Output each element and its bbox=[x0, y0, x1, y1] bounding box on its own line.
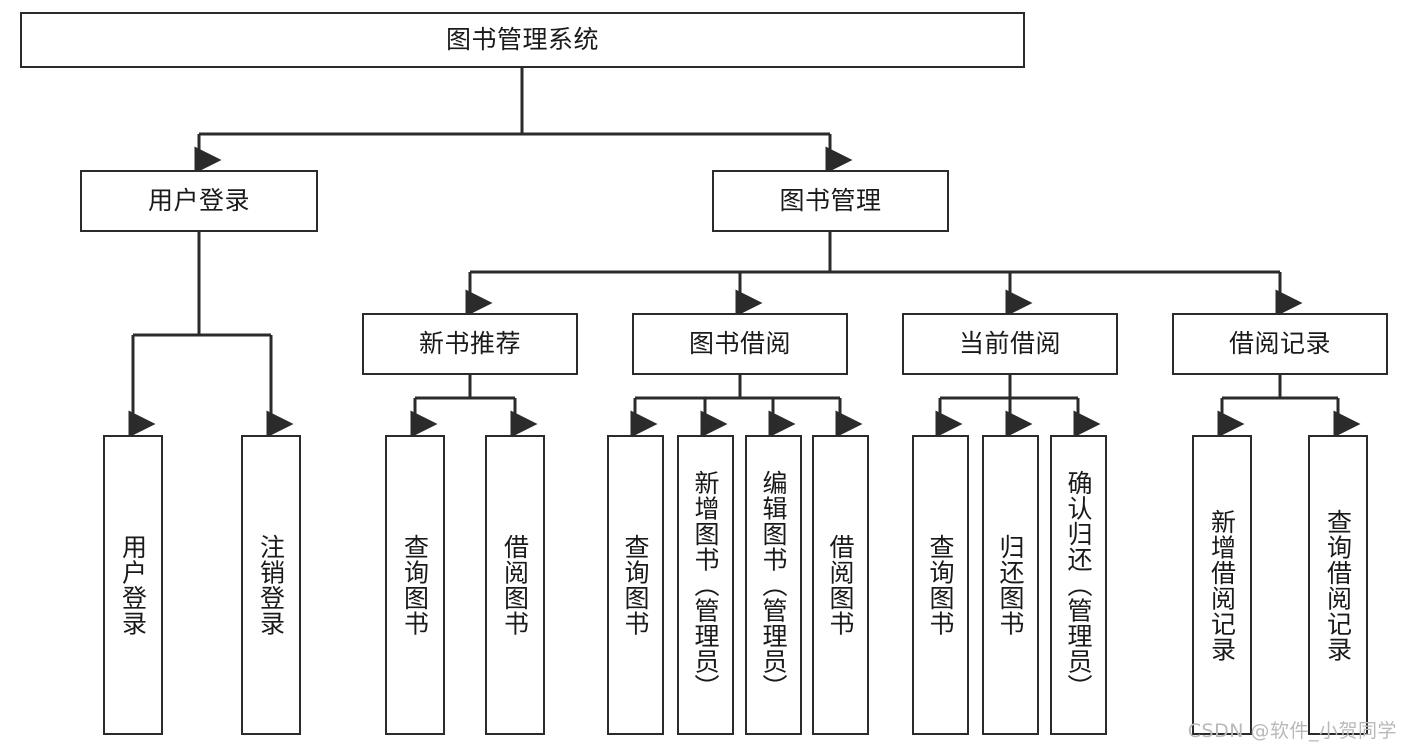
node-current-borrow[interactable]: 当前借阅 bbox=[902, 313, 1118, 375]
node-book-borrow-label: 图书借阅 bbox=[688, 329, 791, 359]
node-leaf-add-book-label: 新增图书（管理员） bbox=[691, 470, 720, 700]
node-new-book-recommend-label: 新书推荐 bbox=[418, 329, 521, 359]
node-leaf-edit-book[interactable]: 编辑图书（管理员） bbox=[745, 435, 802, 735]
node-leaf-confirm-return[interactable]: 确认归还（管理员） bbox=[1050, 435, 1107, 735]
node-leaf-query-book-1[interactable]: 查询图书 bbox=[385, 435, 445, 735]
node-leaf-query-book-2-label: 查询图书 bbox=[621, 534, 650, 636]
node-leaf-add-book[interactable]: 新增图书（管理员） bbox=[677, 435, 734, 735]
node-user-login[interactable]: 用户登录 bbox=[80, 170, 318, 232]
watermark-text: CSDN @软件_小贺同学 bbox=[1187, 720, 1397, 742]
node-leaf-borrow-book-1[interactable]: 借阅图书 bbox=[485, 435, 545, 735]
node-leaf-add-record[interactable]: 新增借阅记录 bbox=[1192, 435, 1252, 735]
node-leaf-query-record-label: 查询借阅记录 bbox=[1323, 508, 1353, 662]
node-book-manage-label: 图书管理 bbox=[779, 186, 882, 216]
node-leaf-add-record-label: 新增借阅记录 bbox=[1207, 508, 1237, 662]
node-leaf-borrow-book-2-label: 借阅图书 bbox=[826, 534, 855, 636]
node-borrow-record[interactable]: 借阅记录 bbox=[1172, 313, 1388, 375]
node-leaf-query-book-3-label: 查询图书 bbox=[926, 534, 955, 636]
node-book-borrow[interactable]: 图书借阅 bbox=[632, 313, 848, 375]
node-new-book-recommend[interactable]: 新书推荐 bbox=[362, 313, 578, 375]
node-borrow-record-label: 借阅记录 bbox=[1228, 329, 1331, 359]
node-leaf-query-book-2[interactable]: 查询图书 bbox=[607, 435, 664, 735]
node-user-login-label: 用户登录 bbox=[147, 186, 250, 216]
node-root[interactable]: 图书管理系统 bbox=[20, 12, 1025, 68]
node-leaf-borrow-book-1-label: 借阅图书 bbox=[500, 534, 530, 636]
node-leaf-confirm-return-label: 确认归还（管理员） bbox=[1064, 470, 1093, 700]
node-leaf-return-book-label: 归还图书 bbox=[996, 534, 1025, 636]
node-current-borrow-label: 当前借阅 bbox=[958, 329, 1061, 359]
node-leaf-logout-login[interactable]: 注销登录 bbox=[241, 435, 301, 735]
node-leaf-edit-book-label: 编辑图书（管理员） bbox=[759, 470, 788, 700]
node-root-label: 图书管理系统 bbox=[445, 25, 599, 55]
node-leaf-return-book[interactable]: 归还图书 bbox=[982, 435, 1039, 735]
node-leaf-query-book-3[interactable]: 查询图书 bbox=[912, 435, 969, 735]
node-book-manage[interactable]: 图书管理 bbox=[712, 170, 949, 232]
node-leaf-query-book-1-label: 查询图书 bbox=[400, 534, 430, 636]
node-leaf-user-login[interactable]: 用户登录 bbox=[103, 435, 163, 735]
node-leaf-user-login-label: 用户登录 bbox=[118, 534, 148, 636]
node-leaf-logout-login-label: 注销登录 bbox=[256, 534, 286, 636]
node-leaf-query-record[interactable]: 查询借阅记录 bbox=[1308, 435, 1368, 735]
node-leaf-borrow-book-2[interactable]: 借阅图书 bbox=[812, 435, 869, 735]
